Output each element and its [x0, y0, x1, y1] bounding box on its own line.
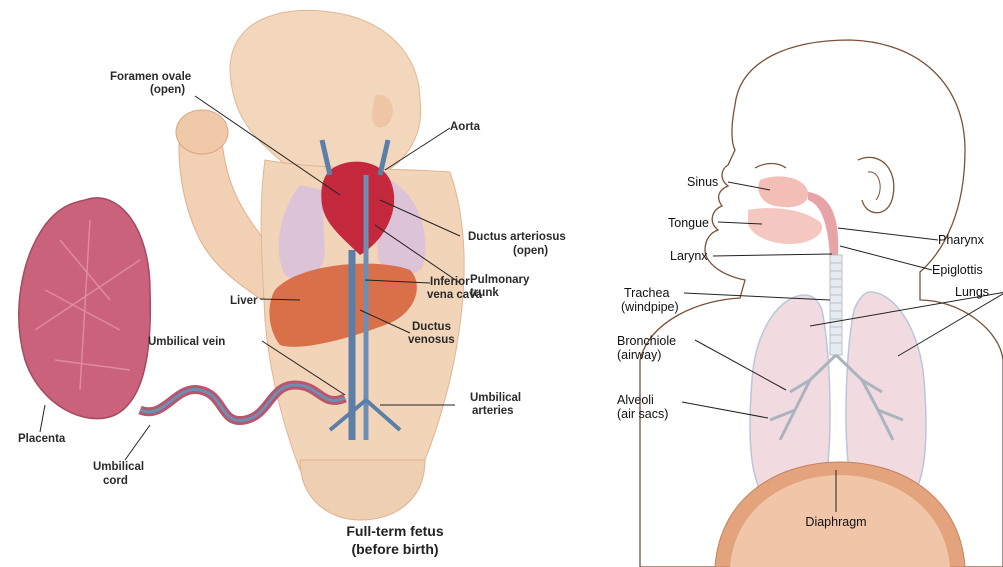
label-ductus-arteriosus: Ductus arteriosus	[468, 231, 566, 243]
label-inferior-vena-cava-sub: vena cava	[427, 289, 483, 301]
label-bronchiole-sub: (airway)	[617, 348, 661, 362]
label-umbilical-cord: Umbilical	[93, 461, 144, 473]
label-foramen-ovale-sub: (open)	[150, 84, 185, 96]
label-inferior-vena-cava: Inferior	[430, 276, 470, 288]
label-foramen-ovale: Foramen ovale	[110, 71, 191, 83]
label-bronchiole: Bronchiole	[617, 334, 676, 348]
fetal-circulation-illustration	[19, 10, 464, 520]
label-diaphragm: Diaphragm	[805, 515, 866, 529]
trachea	[830, 255, 842, 355]
label-ductus-arteriosus-sub: (open)	[513, 245, 548, 257]
label-alveoli: Alveoli	[617, 393, 654, 407]
label-ductus-venosus-sub: venosus	[408, 334, 455, 346]
label-trachea: Trachea	[624, 286, 669, 300]
child-respiratory-illustration	[640, 40, 1003, 567]
label-pulmonary-trunk: Pulmonary	[470, 274, 530, 286]
label-epiglottis: Epiglottis	[932, 263, 983, 277]
label-sinus: Sinus	[687, 175, 718, 189]
label-pharynx: Pharynx	[938, 233, 985, 247]
fetus-legs	[300, 460, 425, 520]
label-umbilical-arteries: Umbilical	[470, 392, 521, 404]
label-tongue: Tongue	[668, 216, 709, 230]
label-larynx: Larynx	[670, 249, 708, 263]
label-umbilical-vein: Umbilical vein	[148, 336, 225, 348]
fetus-caption-line1: Full-term fetus	[346, 523, 443, 539]
label-ductus-venosus: Ductus	[412, 321, 451, 333]
label-aorta: Aorta	[450, 121, 481, 133]
label-placenta: Placenta	[18, 433, 66, 445]
label-liver: Liver	[230, 295, 258, 307]
fetus-caption-line2: (before birth)	[351, 541, 438, 557]
label-trachea-sub: (windpipe)	[621, 300, 679, 314]
fetus-fist	[176, 110, 228, 154]
label-lungs: Lungs	[955, 285, 989, 299]
label-umbilical-cord-sub: cord	[103, 475, 128, 487]
label-alveoli-sub: (air sacs)	[617, 407, 668, 421]
label-umbilical-arteries-sub: arteries	[472, 405, 514, 417]
